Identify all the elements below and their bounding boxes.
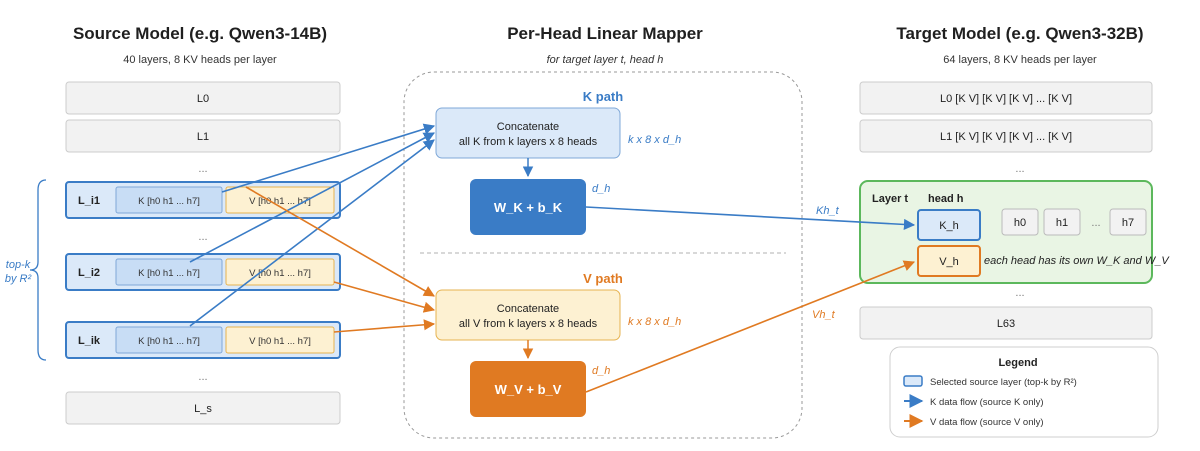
v-weight-box: W_V + b_V (470, 361, 586, 417)
selected-layer-k-label: L_ik (78, 335, 101, 347)
v-concat-line1: Concatenate (497, 303, 559, 315)
source-title: Source Model (e.g. Qwen3-14B) (73, 24, 327, 43)
mapper-subtitle: for target layer t, head h (547, 54, 664, 66)
target-subtitle: 64 layers, 8 KV heads per layer (943, 54, 1097, 66)
topk-brace (29, 179, 47, 361)
vh-label: Vh_t (812, 309, 836, 321)
source-layer-ls: L_s (65, 391, 341, 425)
target-kh-label: K_h (939, 220, 959, 232)
target-vh-box (917, 245, 981, 277)
source-model-panel: Source Model (e.g. Qwen3-14B) 40 layers,… (5, 24, 341, 425)
v-flow-arrows: Vh_t (245, 186, 916, 393)
k-concat-line2: all K from k layers x 8 heads (459, 136, 598, 148)
v-weight-label: W_V + b_V (495, 382, 562, 397)
k-arrow-from-layer-2 (189, 132, 435, 263)
selected-layer-k-k: K [h0 h1 ... h7] (138, 336, 200, 347)
v-dim-label: k x 8 x d_h (628, 316, 681, 328)
v-path-title: V path (583, 271, 623, 286)
k-out-dim: d_h (592, 183, 610, 195)
k-flow-arrows: Kh_t (189, 123, 916, 327)
target-head-h0 (1001, 208, 1039, 236)
kh-label: Kh_t (816, 205, 840, 217)
source-selected-layer-2: L_i2 K [h0 h1 ... h7] V [h0 h1 ... h7] (65, 253, 341, 291)
source-layer-ls-label: L_s (194, 403, 212, 415)
k-weight-label: W_K + b_K (494, 200, 563, 215)
source-layer-l1: L1 (65, 119, 341, 153)
selected-layer-k-v: V [h0 h1 ... h7] (249, 336, 311, 347)
k-concat-line1: Concatenate (497, 121, 559, 133)
v-arrow-from-layer-2 (333, 281, 436, 313)
target-layer-l1: L1 [K V] [K V] [K V] ... [K V] (859, 119, 1153, 153)
source-dots-1: ... (198, 163, 207, 175)
mapper-dashed-container (403, 71, 803, 439)
k-arrow-from-layer-k (189, 139, 435, 327)
target-dots-1: ... (1015, 163, 1024, 175)
source-dots-2: ... (198, 231, 207, 243)
source-layer-l0-label: L0 (197, 93, 209, 105)
source-selected-layer-k: L_ik K [h0 h1 ... h7] V [h0 h1 ... h7] (65, 321, 341, 359)
target-vh-label: V_h (939, 256, 959, 268)
legend-title: Legend (998, 357, 1037, 369)
target-head-h1 (1043, 208, 1081, 236)
topk-label-line1: top-k (6, 259, 31, 271)
target-head-note: each head has its own W_K and W_V (984, 255, 1170, 267)
topk-label-line2: by R² (5, 273, 32, 285)
target-head-h-label: head h (928, 193, 964, 205)
legend-selected-swatch (903, 375, 923, 387)
target-head-h7-label: h7 (1122, 217, 1134, 229)
mapper-panel: Per-Head Linear Mapper for target layer … (403, 24, 803, 439)
target-layer-t: Layer t head h K_h V_h h0 h1 ... h7 each… (859, 180, 1170, 284)
v-arrow-from-layer-k (333, 319, 436, 333)
target-dots-2: ... (1015, 287, 1024, 299)
source-dots-3: ... (198, 371, 207, 383)
target-layer-l0: L0 [K V] [K V] [K V] ... [K V] (859, 81, 1153, 115)
target-layer-t-label: Layer t (872, 193, 908, 205)
target-layer-l1-label: L1 [K V] [K V] [K V] ... [K V] (940, 131, 1072, 143)
k-path-title: K path (583, 89, 624, 104)
selected-layer-2-k: K [h0 h1 ... h7] (138, 268, 200, 279)
target-title: Target Model (e.g. Qwen3-32B) (896, 24, 1143, 43)
target-layer-l63: L63 (859, 306, 1153, 340)
target-layer-l63-label: L63 (997, 318, 1015, 330)
target-head-h1-label: h1 (1056, 217, 1068, 229)
legend-item-selected: Selected source layer (top-k by R²) (930, 377, 1077, 388)
target-kh-box (917, 209, 981, 241)
k-arrow-from-layer-1 (221, 123, 436, 193)
target-head-h7 (1109, 208, 1147, 236)
selected-layer-1-label: L_i1 (78, 195, 100, 207)
legend-item-k: K data flow (source K only) (930, 397, 1044, 408)
selected-layer-2-v: V [h0 h1 ... h7] (249, 268, 311, 279)
k-arrow-to-target (585, 206, 916, 231)
v-concatenate-box: Concatenate all V from k layers x 8 head… (435, 289, 621, 341)
v-out-dim: d_h (592, 365, 610, 377)
mapper-title: Per-Head Linear Mapper (507, 24, 703, 43)
v-arrow-from-layer-1 (245, 186, 435, 297)
k-dim-label: k x 8 x d_h (628, 134, 681, 146)
k-weight-box: W_K + b_K (470, 179, 586, 235)
selected-layer-1-v: V [h0 h1 ... h7] (249, 196, 311, 207)
legend: Legend Selected source layer (top-k by R… (889, 346, 1159, 438)
source-subtitle: 40 layers, 8 KV heads per layer (123, 54, 277, 66)
legend-item-v: V data flow (source V only) (930, 417, 1044, 428)
source-selected-layer-1: L_i1 K [h0 h1 ... h7] V [h0 h1 ... h7] (65, 181, 341, 219)
v-concat-line2: all V from k layers x 8 heads (459, 318, 598, 330)
selected-layer-2-label: L_i2 (78, 267, 100, 279)
target-model-panel: Target Model (e.g. Qwen3-32B) 64 layers,… (859, 24, 1170, 438)
target-heads-dots: ... (1091, 217, 1100, 229)
source-layer-l0: L0 (65, 81, 341, 115)
source-layer-l1-label: L1 (197, 131, 209, 143)
k-concatenate-box: Concatenate all K from k layers x 8 head… (435, 107, 621, 159)
target-layer-l0-label: L0 [K V] [K V] [K V] ... [K V] (940, 93, 1072, 105)
target-head-h0-label: h0 (1014, 217, 1026, 229)
v-arrow-to-target (585, 260, 916, 393)
selected-layer-1-k: K [h0 h1 ... h7] (138, 196, 200, 207)
